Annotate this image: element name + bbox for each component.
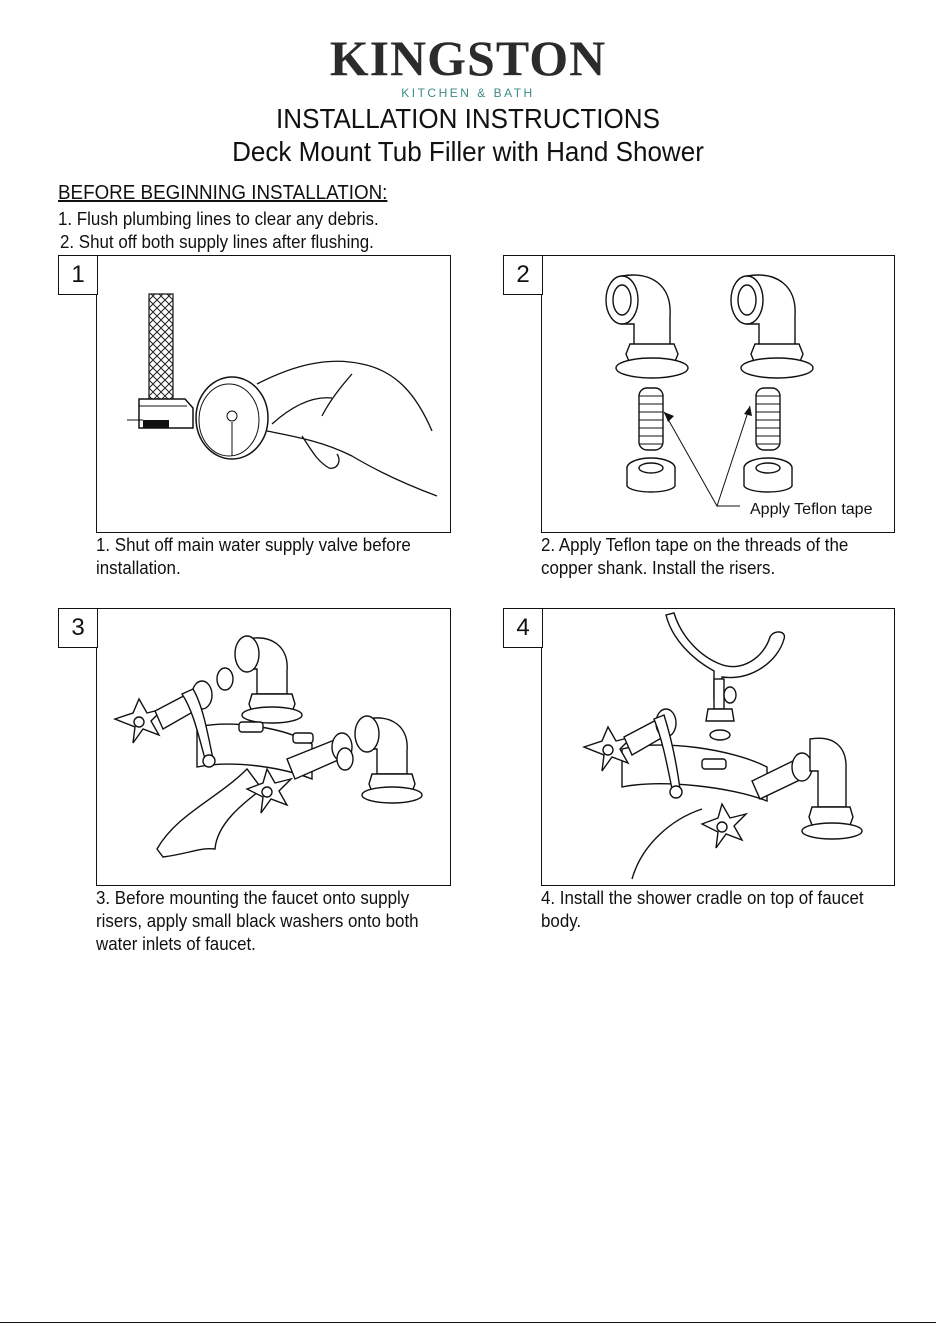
step-1-caption-line-1: 1. Shut off main water supply valve befo…: [96, 535, 411, 555]
before-heading: BEFORE BEGINNING INSTALLATION:: [58, 182, 388, 204]
brand-tagline: KITCHEN & BATH: [401, 86, 535, 100]
brand-logo: KINGSTON: [329, 30, 607, 86]
product-title: Deck Mount Tub Filler with Hand Shower: [232, 136, 704, 167]
before-step-2: 2. Shut off both supply lines after flus…: [60, 232, 374, 252]
step-4-caption-line-1: 4. Install the shower cradle on top of f…: [541, 888, 864, 908]
step-3-caption-line-1: 3. Before mounting the faucet onto suppl…: [96, 888, 410, 908]
step-4-number: 4: [503, 608, 543, 648]
step-3-caption-line-3: water inlets of faucet.: [96, 934, 256, 954]
panel-2-illustration: Apply Teflon tape: [541, 255, 895, 533]
panel-3-illustration: [96, 608, 451, 886]
shutoff-valve-illustration: [127, 293, 438, 497]
step-1-number: 1: [58, 255, 98, 295]
bottom-divider: [0, 1322, 936, 1323]
risers-illustration: Apply Teflon tape: [605, 274, 873, 518]
step-2-caption-line-1: 2. Apply Teflon tape on the threads of t…: [541, 535, 849, 555]
washers-illustration: [112, 635, 423, 858]
before-step-1: 1. Flush plumbing lines to clear any deb…: [58, 209, 379, 229]
step-2-number: 2: [503, 255, 543, 295]
shower-cradle-illustration: [581, 612, 863, 880]
step-1-caption-line-2: installation.: [96, 558, 181, 578]
step-2-caption-line-2: copper shank. Install the risers.: [541, 558, 776, 578]
panel-4-illustration: [541, 608, 895, 886]
step-3-caption-line-2: risers, apply small black washers onto b…: [96, 911, 419, 931]
teflon-callout: Apply Teflon tape: [750, 501, 873, 518]
step-4-caption-line-2: body.: [541, 911, 582, 931]
panel-1-illustration: [96, 255, 451, 533]
document-title: INSTALLATION INSTRUCTIONS: [276, 103, 660, 134]
step-3-number: 3: [58, 608, 98, 648]
